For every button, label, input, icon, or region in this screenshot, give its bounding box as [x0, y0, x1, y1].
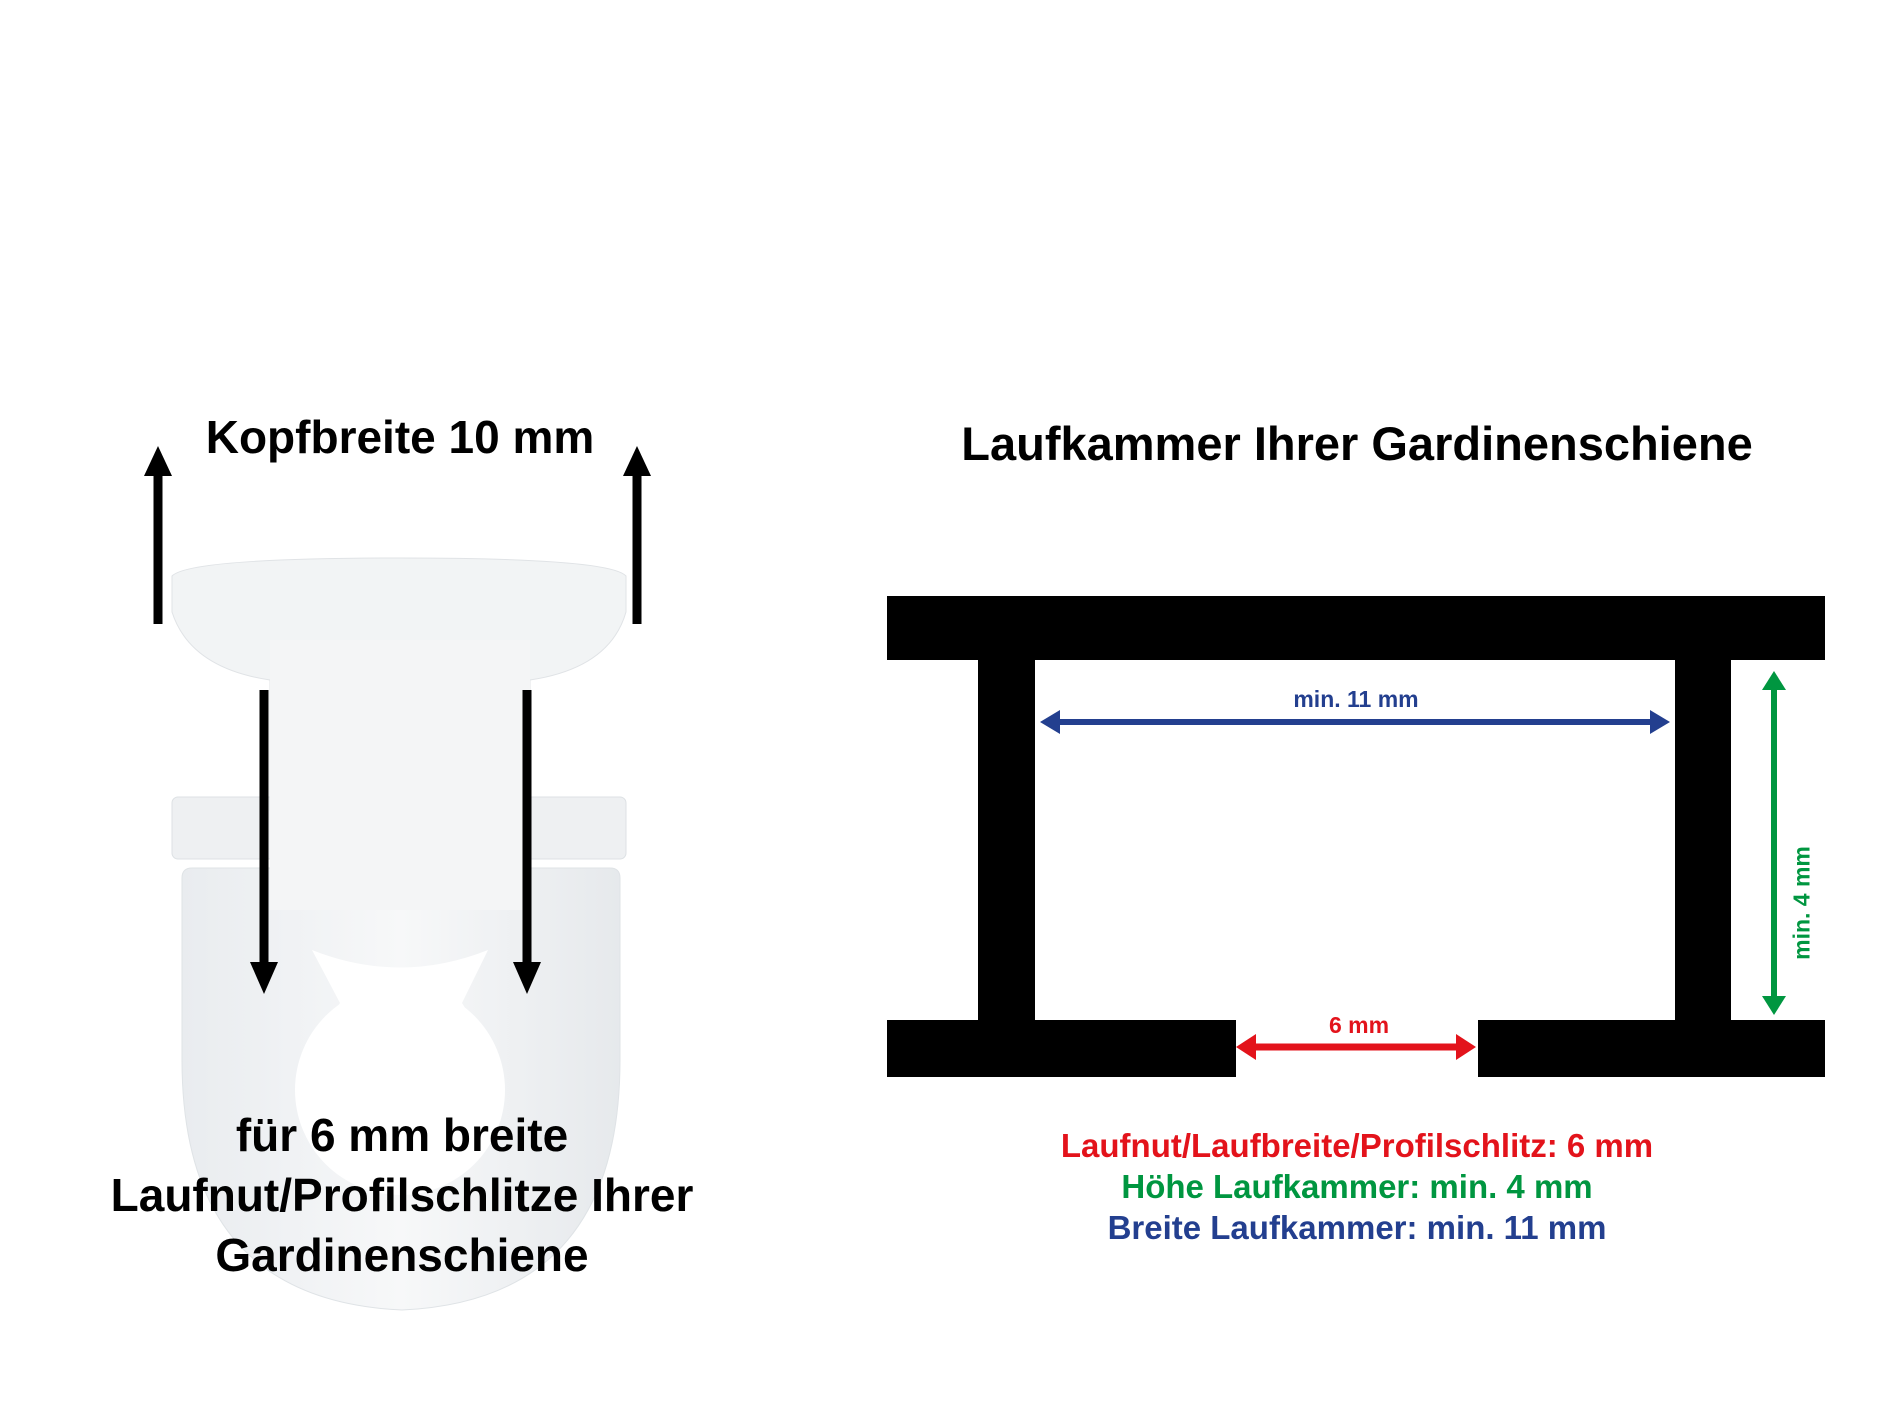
slot-label: 6 mm [1328, 1012, 1390, 1038]
curtain-glider-image [171, 557, 627, 1311]
legend-slot: Laufnut/Laufbreite/Profilschlitz: 6 mm [1060, 1127, 1654, 1164]
caption-line-2: Laufnut/Profilschlitze Ihrer [110, 1169, 694, 1221]
legend-height: Höhe Laufkammer: min. 4 mm [1121, 1168, 1593, 1205]
slot-arrow [1236, 1034, 1476, 1060]
rail-title: Laufkammer Ihrer Gardinenschiene [961, 417, 1753, 470]
width-arrow [1040, 710, 1670, 734]
legend-width: Breite Laufkammer: min. 11 mm [1107, 1209, 1607, 1246]
rail-profile [887, 596, 1825, 1077]
height-label: min. 4 mm [1788, 846, 1815, 960]
caption-line-3: Gardinenschiene [215, 1229, 589, 1281]
caption-line-1: für 6 mm breite [235, 1109, 569, 1161]
height-arrow [1762, 671, 1786, 1015]
width-label: min. 11 mm [1293, 686, 1419, 712]
head-width-label: Kopfbreite 10 mm [205, 411, 595, 463]
